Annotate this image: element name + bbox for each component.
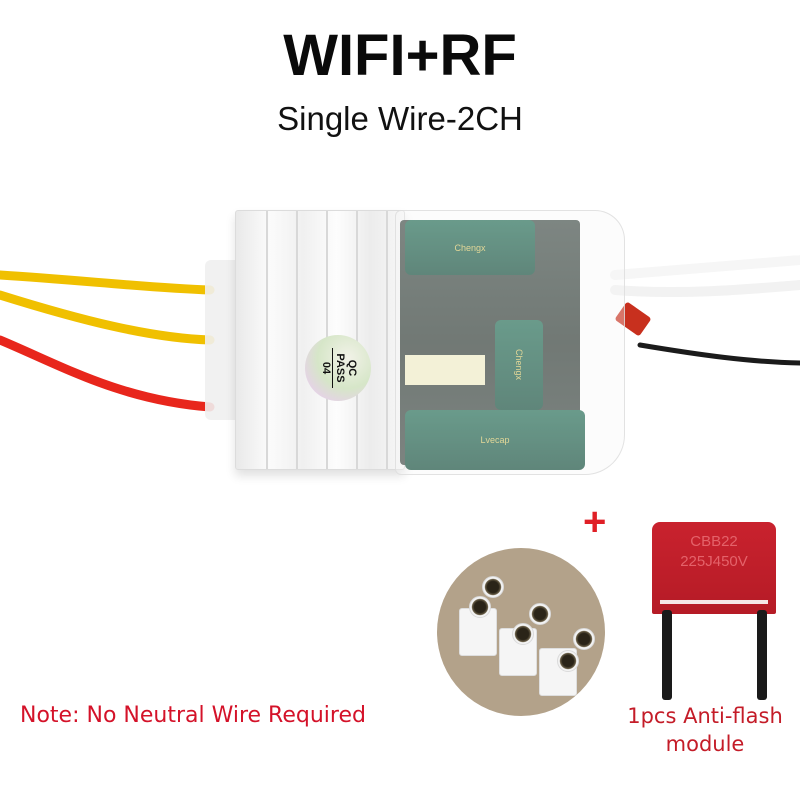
screw-icon: [557, 650, 579, 672]
qc-label: QC: [345, 359, 358, 377]
screw-icon: [512, 623, 534, 645]
screw-icon: [482, 576, 504, 598]
no-neutral-note: Note: No Neutral Wire Required: [20, 703, 366, 728]
transformer: [405, 355, 485, 385]
capacitor-bottom: Lvecap: [405, 410, 585, 470]
switch-module: Chengx Chengx Lvecap QC PASS 04: [205, 210, 625, 475]
capacitor-stripe: [660, 600, 768, 604]
screw-icon: [529, 603, 551, 625]
qc-pass-sticker: QC PASS 04: [305, 335, 371, 401]
wires-illustration: [0, 255, 800, 412]
capacitor-marking-2: 225J450V: [680, 553, 748, 570]
plus-icon: +: [583, 500, 607, 544]
screw-icon: [573, 628, 595, 650]
terminal-block-photo: [437, 548, 605, 716]
capacitor-mid: Chengx: [495, 320, 543, 410]
pass-label: PASS: [334, 353, 347, 383]
anti-flash-caption: 1pcs Anti-flash module: [627, 704, 783, 756]
anti-flash-capacitor: CBB22 225J450V: [652, 522, 776, 614]
capacitor-lead-left: [662, 610, 672, 700]
product-title: WIFI+RF: [283, 23, 517, 88]
capacitor-marking-1: CBB22: [690, 533, 738, 550]
switch-module-photo: Chengx Chengx Lvecap QC PASS 04: [0, 170, 800, 510]
screw-icon: [469, 596, 491, 618]
batch-label: 04: [319, 361, 332, 375]
sticker-divider: [331, 348, 333, 388]
heat-shrink-wrap: [395, 210, 625, 475]
product-subtitle: Single Wire-2CH: [277, 100, 523, 137]
capacitor-lead-right: [757, 610, 767, 700]
